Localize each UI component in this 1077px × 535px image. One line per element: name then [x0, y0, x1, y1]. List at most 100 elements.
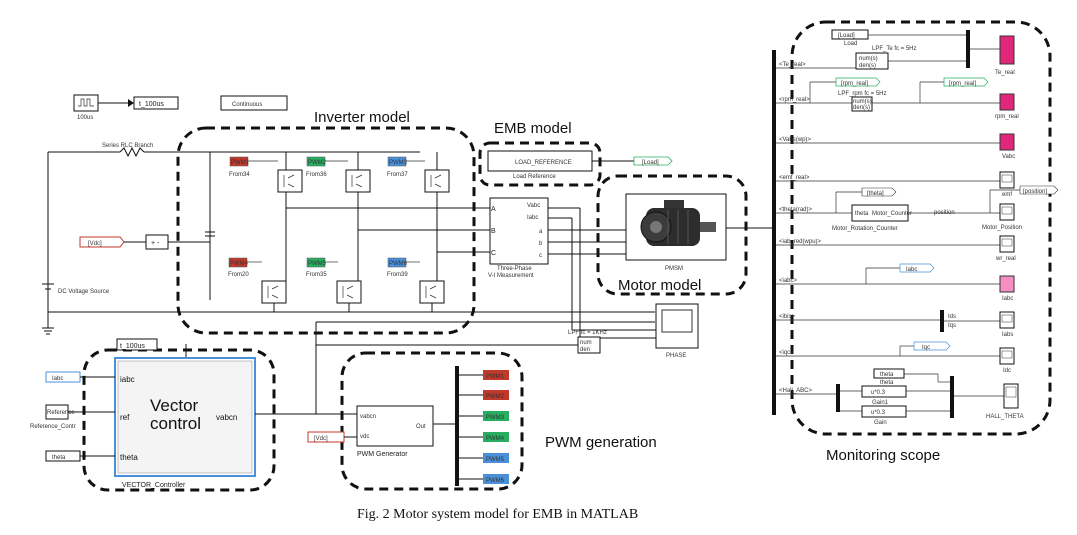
svg-text:+ -: + -	[151, 240, 160, 247]
svg-text:DC Voltage Source: DC Voltage Source	[58, 289, 110, 295]
theta-from-tag-monitor[interactable]: theta theta	[873, 368, 905, 386]
svg-text:PWM6: PWM6	[486, 478, 505, 484]
igbt-bottom-2[interactable]	[336, 280, 362, 304]
lpf-1khz-block[interactable]: num den	[577, 336, 601, 354]
svg-text:den(s): den(s)	[853, 105, 870, 111]
powergui-block[interactable]: Continuous	[220, 95, 288, 111]
phase-scope[interactable]: PHASE	[655, 303, 699, 359]
switch-tag-top-2[interactable]: PWM2 From36	[306, 156, 327, 178]
igbt-bottom-3[interactable]	[419, 280, 445, 304]
pmsm-block[interactable]: PMSM	[625, 193, 727, 272]
theta-goto-tag[interactable]: [theta]	[861, 187, 897, 197]
svg-text:vdc: vdc	[360, 434, 369, 440]
svg-text:PWM3: PWM3	[486, 415, 505, 421]
iabc-from-tag[interactable]: Iabc	[45, 371, 81, 383]
pulse-generator[interactable]: 100us	[73, 94, 99, 121]
switch-tag-bottom-1[interactable]: PWM4 From20	[228, 257, 249, 278]
svg-text:Series RLC Branch: Series RLC Branch	[102, 143, 153, 149]
pwm-goto-2[interactable]: PWM2	[459, 390, 509, 400]
switch-tag-bottom-2[interactable]: PWM5 From35	[306, 257, 327, 278]
svg-text:Three-Phase: Three-Phase	[497, 266, 532, 272]
iabc-goto-tag[interactable]: Iabc	[899, 263, 935, 273]
rpm-goto-tag-1[interactable]: [rpm_real]	[835, 77, 881, 87]
svg-text:<theta(rad)>: <theta(rad)>	[779, 207, 813, 213]
bus-signal-10: <Hall_ABC>	[776, 388, 836, 395]
pwm-goto-1[interactable]: PWM1	[459, 370, 509, 380]
vector-controller-name: VECTOR_Controller	[122, 482, 186, 489]
figure-caption: Fig. 2 Motor system model for EMB in MAT…	[357, 507, 638, 522]
hall-mux-bar	[950, 376, 954, 418]
measurement-bus-selector	[772, 50, 776, 415]
switch-tag-top-1[interactable]: PWM1 From34	[229, 156, 250, 178]
svg-text:Load: Load	[844, 41, 857, 47]
pwm-goto-4[interactable]: PWM4	[459, 432, 509, 442]
igbt-top-3[interactable]	[424, 169, 450, 193]
lpf-rpm-block[interactable]: num(s) den(s)	[851, 96, 873, 112]
svg-text:PWM3: PWM3	[389, 160, 408, 166]
svg-text:u*0.3: u*0.3	[871, 390, 886, 396]
scope-te-real[interactable]: Te_real	[995, 35, 1015, 76]
vdc-goto-tag[interactable]: [Vdc]	[79, 236, 125, 248]
scope-iabc[interactable]: Iabc	[999, 275, 1015, 302]
scope-motor-position[interactable]: Motor_Position	[982, 203, 1022, 231]
pwm-goto-5[interactable]: PWM5	[459, 453, 509, 463]
pwm-vdc-from-tag[interactable]: [Vdc]	[307, 431, 345, 443]
reference-from-block[interactable]: Reference Reference_Contr	[30, 404, 76, 430]
gain1-block[interactable]: u*0.3 Gain1	[861, 385, 907, 406]
load-reference-block[interactable]: LOAD_REFERENCE Load Reference	[487, 150, 593, 180]
lpf-te-block[interactable]: num(s) den(s)	[855, 52, 889, 70]
vector-controller-block[interactable]: iabc ref theta vabcn Vector control	[114, 357, 256, 477]
three-phase-vi-measurement[interactable]: A B C Vabc Iabc a b c Three-Phase V-I Me…	[488, 197, 549, 279]
switch-tag-bottom-3[interactable]: PWM6 From39	[387, 257, 408, 278]
position-goto-tag[interactable]: [position]	[1019, 185, 1059, 195]
scope-idc[interactable]: Idc	[999, 347, 1015, 374]
igbt-top-1[interactable]	[277, 169, 303, 193]
scope-wr-real[interactable]: wr_real	[995, 235, 1016, 262]
iqc-goto-tag[interactable]: Iqc	[913, 341, 951, 351]
svg-text:Out: Out	[416, 424, 426, 430]
pwm-goto-6[interactable]: PWM6	[459, 474, 509, 484]
svg-text:Iabc: Iabc	[527, 215, 538, 221]
svg-text:iabc: iabc	[120, 375, 135, 384]
svg-text:PWM4: PWM4	[486, 436, 505, 442]
switch-tag-top-3[interactable]: PWM3 From37	[387, 156, 408, 178]
svg-text:PWM Generator: PWM Generator	[357, 451, 408, 458]
svg-text:From20: From20	[228, 272, 249, 278]
svg-text:[Load]: [Load]	[642, 160, 659, 166]
pwm-generator-block[interactable]: vabcn vdc Out PWM Generator	[356, 405, 434, 458]
svg-text:t_100us: t_100us	[120, 343, 145, 350]
load-from-tag[interactable]: [Load] Load	[831, 29, 869, 47]
bus-signal-2: <rpm_real>	[776, 97, 852, 104]
dc-voltage-source[interactable]: DC Voltage Source	[42, 283, 110, 295]
bus-signal-6: <iab_red(wpu)>	[776, 239, 1000, 246]
ground-symbol	[42, 327, 54, 335]
svg-text:<Vabs(wp)>: <Vabs(wp)>	[779, 137, 811, 143]
svg-text:[theta]: [theta]	[867, 191, 884, 197]
svg-text:B: B	[491, 228, 496, 235]
scope-vabc[interactable]: Vabc	[999, 133, 1015, 160]
scope-emf[interactable]: emf	[999, 171, 1015, 198]
from-t100us-tag[interactable]: t_100us	[116, 338, 158, 351]
svg-text:Iabs: Iabs	[1002, 332, 1013, 338]
svg-text:[Vdc]: [Vdc]	[88, 241, 102, 247]
inverter-model-group	[176, 126, 476, 335]
motor-rotation-counter[interactable]: theta Motor_Counter Motor_Rotation_Count…	[832, 204, 912, 232]
goto-t100us-top[interactable]: t_100us	[133, 96, 179, 110]
pwm-generation-group	[340, 351, 524, 491]
scope-rpm-real[interactable]: rpm_real	[995, 93, 1019, 120]
lpf-rpm-label: LPF_rpm fc = 5Hz	[838, 91, 887, 97]
pwm-goto-3[interactable]: PWM3	[459, 411, 509, 421]
series-rlc-branch[interactable]: Series RLC Branch	[102, 143, 153, 158]
gain2-block[interactable]: u*0.3 Gain	[861, 405, 907, 426]
rpm-goto-tag-2[interactable]: [rpm_real]	[943, 77, 989, 87]
scope-iabs[interactable]: Iabs	[999, 311, 1015, 338]
igbt-bottom-1[interactable]	[261, 280, 287, 304]
svg-text:[rpm_real]: [rpm_real]	[949, 81, 976, 87]
svg-text:<ibis>: <ibis>	[779, 314, 796, 320]
igbt-top-2[interactable]	[345, 169, 371, 193]
theta-from-tag[interactable]: theta	[45, 450, 81, 462]
scope-hall-theta[interactable]: HALL_THETA	[986, 383, 1024, 420]
svg-text:PWM6: PWM6	[389, 261, 408, 267]
load-goto-tag[interactable]: [Load]	[633, 156, 673, 166]
voltage-measurement[interactable]: + -	[145, 234, 169, 250]
